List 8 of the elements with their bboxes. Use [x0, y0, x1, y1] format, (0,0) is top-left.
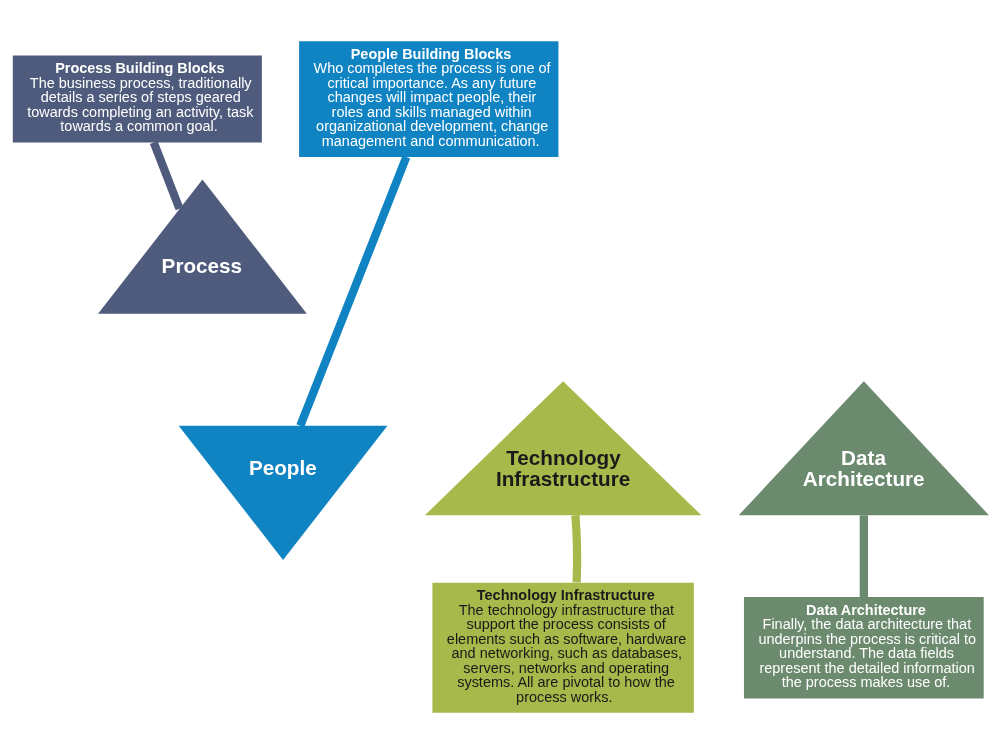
node-box: Technology Infrastructure The technology infrastructure that support the process consists of elements such as software, hardware and networking, such as databases, servers, networks and operating systems. All are pivotal to how the process works.	[432, 582, 694, 713]
connector	[859, 515, 868, 598]
connector	[571, 514, 582, 583]
connector	[296, 155, 411, 428]
node-box: Data Architecture Finally, the data architecture that underpins the process is critical to understand. The data fields represent the detailed information the process makes use of.	[743, 597, 984, 699]
node-box: People Building Blocks Who completes the process is one of critical importance. As any future changes will impact people, their roles and skills managed within organizational development, change management and communication.	[299, 41, 559, 157]
connector	[149, 140, 184, 211]
node-box: Process Building Blocks The business process, traditionally details a series of steps geared towards completing an activity, task towards a common goal.	[12, 55, 262, 143]
